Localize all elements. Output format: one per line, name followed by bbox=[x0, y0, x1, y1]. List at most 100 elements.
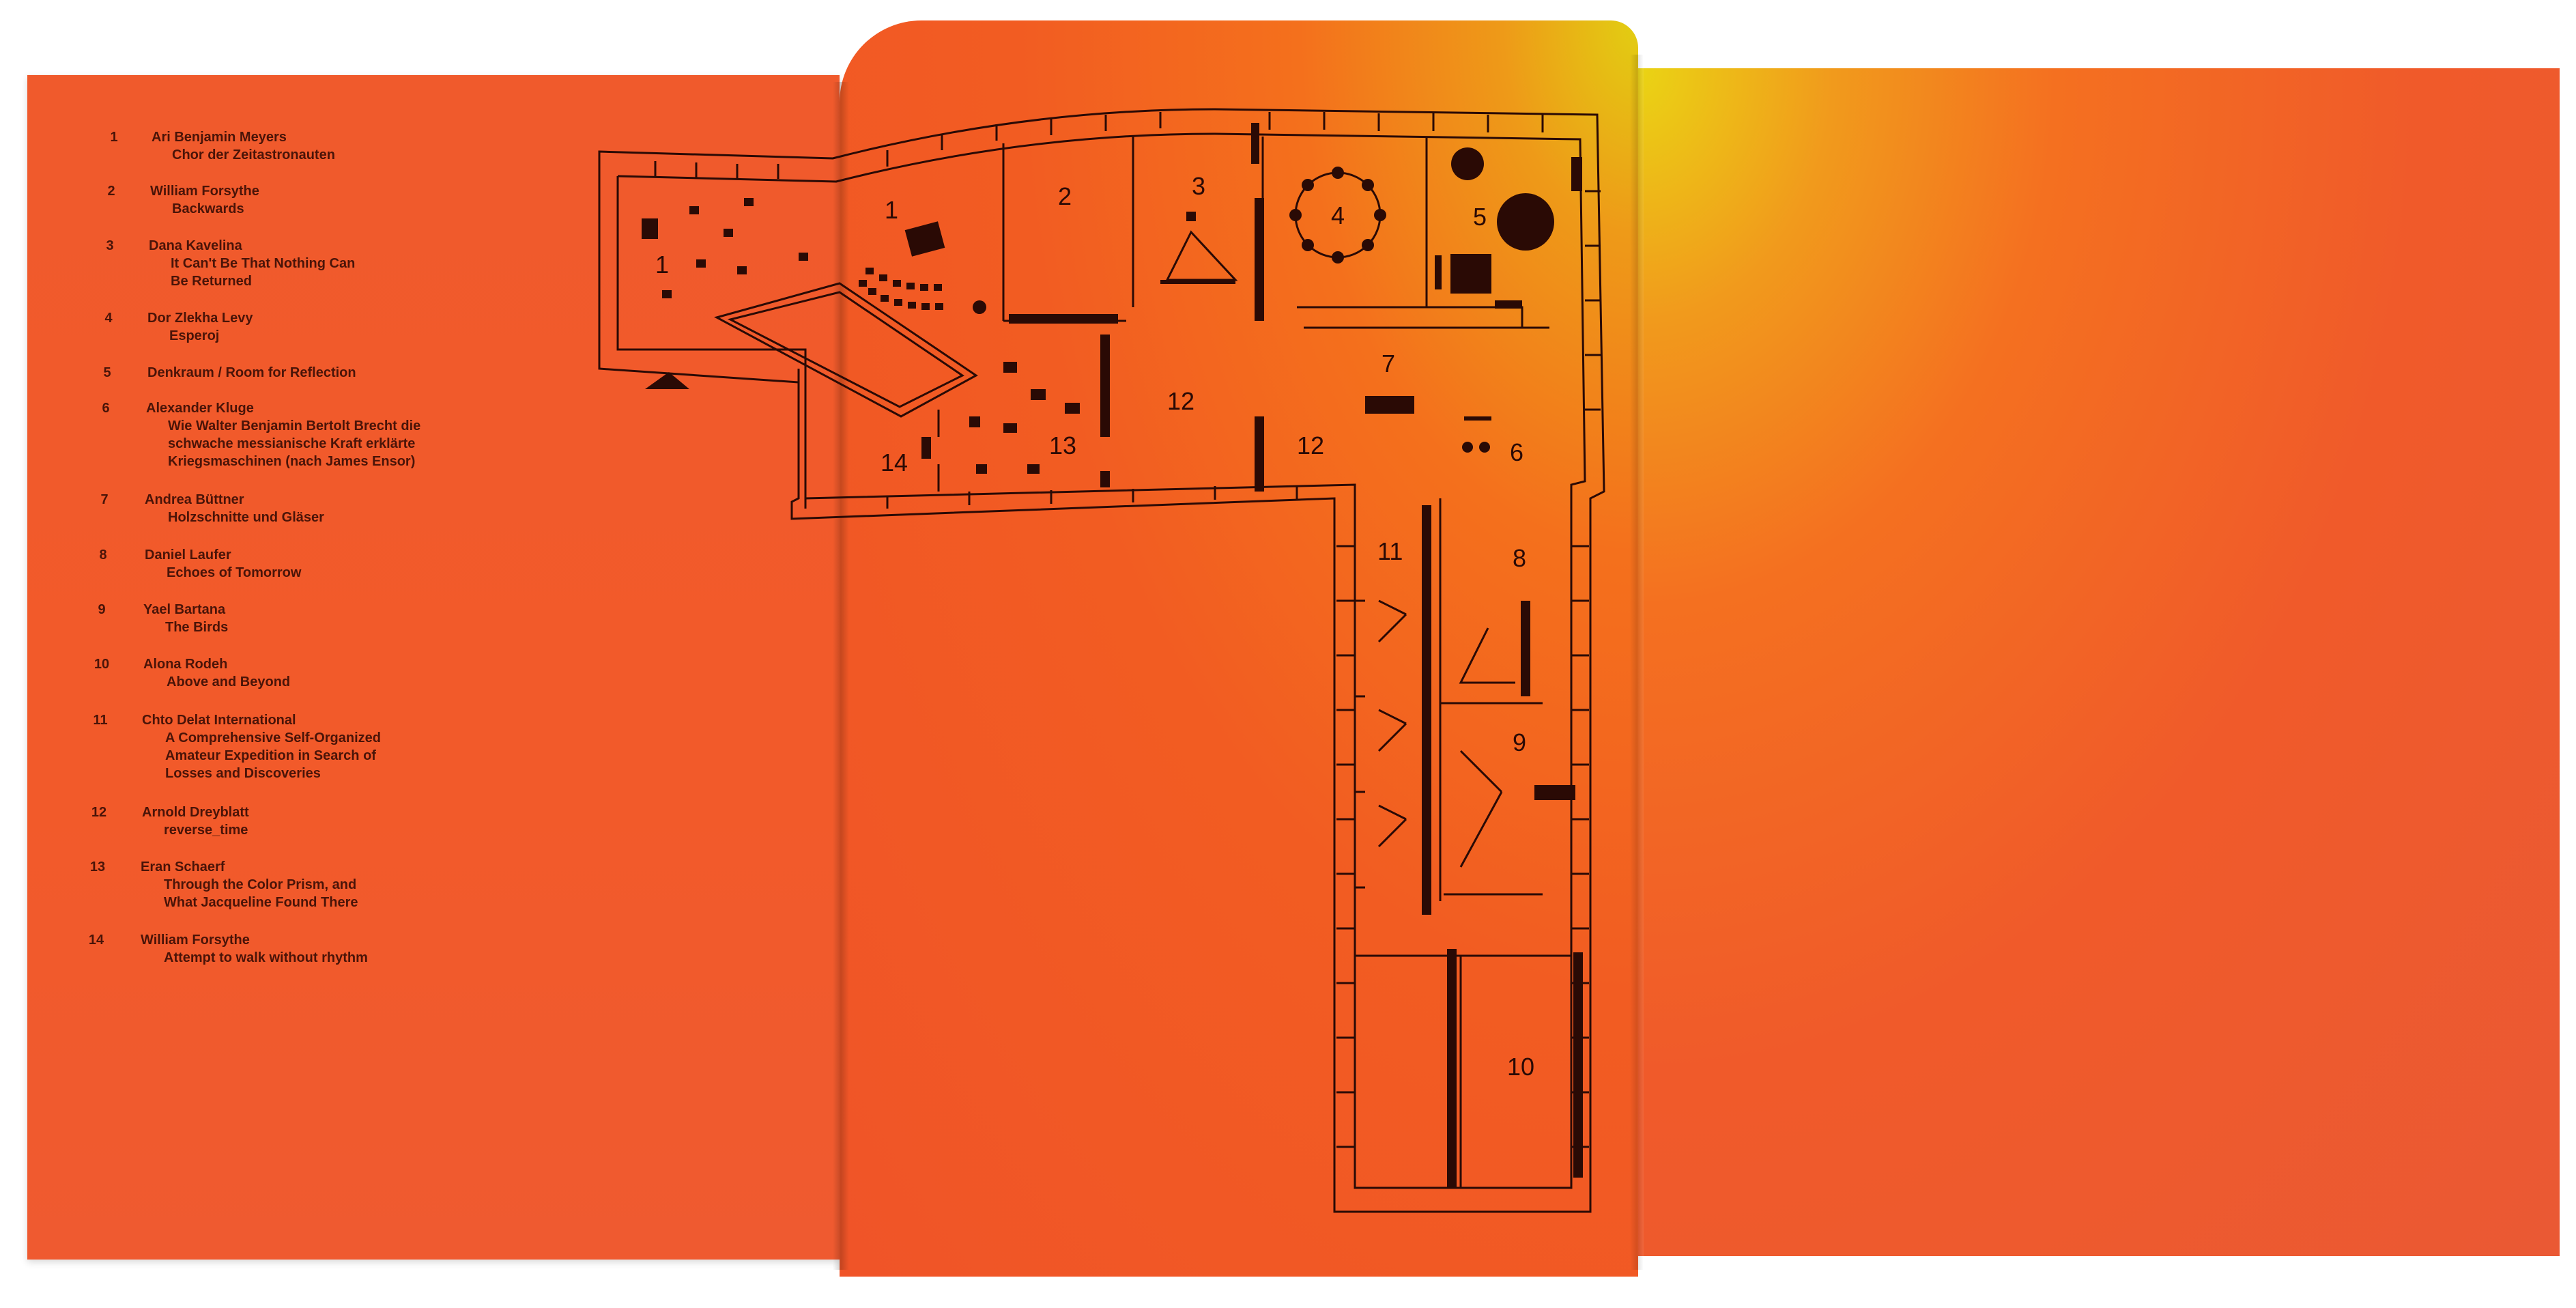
artwork-block bbox=[724, 229, 733, 237]
wall-panel bbox=[1422, 505, 1431, 915]
seat bbox=[1302, 179, 1314, 191]
entrance-marker bbox=[645, 372, 689, 389]
inner-wall bbox=[616, 176, 683, 351]
legend-number: 6 bbox=[102, 401, 110, 416]
room-label: 1 bbox=[655, 251, 669, 279]
legend-number: 12 bbox=[91, 805, 107, 820]
inner-wall bbox=[804, 486, 1298, 509]
legend-work-line: reverse_time bbox=[164, 823, 248, 838]
legend-number: 13 bbox=[89, 859, 106, 875]
round-object bbox=[1497, 193, 1554, 251]
legend: 1 Ari Benjamin Meyers Chor der Zeitastro… bbox=[27, 75, 840, 1260]
legend-number: 8 bbox=[99, 548, 107, 563]
screen bbox=[1160, 280, 1235, 284]
artwork-block bbox=[969, 416, 980, 427]
room-label: 12 bbox=[1297, 431, 1324, 459]
legend-artist: Denkraum / Room for Reflection bbox=[147, 365, 356, 380]
right-page bbox=[1638, 68, 2560, 1256]
artwork-block bbox=[1027, 464, 1040, 474]
round-object bbox=[1451, 147, 1484, 180]
legend-work-line: Amateur Expedition in Search of bbox=[165, 748, 376, 763]
legend-artist: Andrea Büttner bbox=[145, 492, 244, 507]
legend-artist: Daniel Laufer bbox=[145, 548, 231, 563]
choir-seat bbox=[908, 302, 916, 309]
seat bbox=[1362, 239, 1374, 251]
artwork-block bbox=[921, 437, 931, 459]
artwork-block bbox=[689, 206, 699, 214]
legend-artist: William Forsythe bbox=[150, 184, 259, 199]
wall-panel bbox=[1573, 952, 1583, 1178]
choir-seat bbox=[881, 295, 889, 302]
room-divider bbox=[1355, 599, 1365, 889]
artwork-block bbox=[1450, 254, 1491, 294]
legend-artist: Alexander Kluge bbox=[146, 401, 254, 416]
legend-artist: Ari Benjamin Meyers bbox=[152, 130, 287, 145]
legend-work-line: Through the Color Prism, and bbox=[164, 877, 357, 892]
legend-number: 4 bbox=[104, 311, 113, 326]
artwork-block bbox=[642, 218, 658, 239]
legend-work-line: What Jacqueline Found There bbox=[164, 895, 358, 910]
choir-seat bbox=[868, 288, 876, 295]
artwork-block bbox=[1031, 389, 1046, 400]
choir-seat bbox=[906, 283, 915, 289]
legend-artist: William Forsythe bbox=[141, 933, 250, 948]
legend-artist: Chto Delat International bbox=[142, 713, 296, 728]
seat bbox=[1362, 179, 1374, 191]
legend-work-line: Chor der Zeitastronauten bbox=[172, 147, 335, 162]
legend-number: 11 bbox=[93, 713, 108, 728]
artwork-dot bbox=[973, 300, 986, 314]
wall-panel bbox=[1255, 198, 1264, 321]
room-label: 8 bbox=[1513, 544, 1526, 572]
legend-artist: Yael Bartana bbox=[143, 602, 226, 617]
artwork-block bbox=[1365, 396, 1414, 414]
seat bbox=[1374, 209, 1386, 221]
artwork-block bbox=[737, 266, 747, 274]
projection-cone bbox=[1459, 627, 1515, 684]
legend-work-line: It Can't Be That Nothing Can bbox=[171, 256, 356, 271]
legend-artist: Alona Rodeh bbox=[143, 657, 228, 672]
legend-work-line: Esperoj bbox=[169, 328, 220, 343]
room-label: 7 bbox=[1382, 350, 1395, 378]
wall-panel bbox=[1571, 157, 1582, 191]
legend-number: 5 bbox=[103, 365, 111, 380]
choir-seat bbox=[865, 268, 874, 274]
choir-seat bbox=[859, 280, 867, 287]
legend-artist: Arnold Dreyblatt bbox=[142, 805, 249, 820]
room-label: 13 bbox=[1049, 431, 1076, 459]
legend-number: 14 bbox=[88, 933, 104, 948]
wall-panel bbox=[1100, 471, 1110, 487]
legend-work-line: Wie Walter Benjamin Bertolt Brecht die bbox=[168, 418, 421, 433]
legend-work-line: Holzschnitte und Gläser bbox=[168, 510, 324, 525]
room-divider bbox=[1002, 137, 1428, 321]
artwork-block bbox=[1003, 362, 1017, 373]
artwork-block bbox=[744, 198, 754, 206]
artwork-block bbox=[1495, 300, 1522, 309]
projection-cone bbox=[1165, 230, 1238, 281]
room-label: 11 bbox=[1377, 537, 1403, 565]
legend-artist: Dana Kavelina bbox=[149, 238, 242, 253]
wall-panel bbox=[1251, 123, 1259, 164]
legend-number: 1 bbox=[110, 130, 118, 145]
legend-work-line: Backwards bbox=[172, 201, 244, 216]
room-label: 3 bbox=[1192, 172, 1205, 200]
legend-work-line: schwache messianische Kraft erklärte bbox=[168, 436, 416, 451]
choir-seat bbox=[921, 303, 930, 310]
seat bbox=[1462, 442, 1473, 453]
projection-cone bbox=[1459, 750, 1503, 868]
choir-seat bbox=[893, 280, 901, 287]
wall-panel bbox=[1447, 949, 1457, 1188]
artwork-block bbox=[696, 259, 706, 268]
room-divider bbox=[1355, 498, 1571, 1188]
legend-work-line: The Birds bbox=[165, 620, 229, 635]
artwork-block bbox=[1003, 423, 1017, 433]
wall-panel bbox=[1100, 335, 1110, 437]
wall-panel bbox=[1521, 601, 1530, 696]
room-label: 10 bbox=[1507, 1053, 1534, 1081]
legend-number: 10 bbox=[94, 657, 110, 672]
inner-wall bbox=[617, 132, 1586, 1189]
legend-work-line: A Comprehensive Self-Organized bbox=[165, 730, 381, 745]
choir-seat bbox=[934, 284, 942, 291]
seat bbox=[1289, 209, 1302, 221]
legend-number: 2 bbox=[107, 184, 115, 199]
